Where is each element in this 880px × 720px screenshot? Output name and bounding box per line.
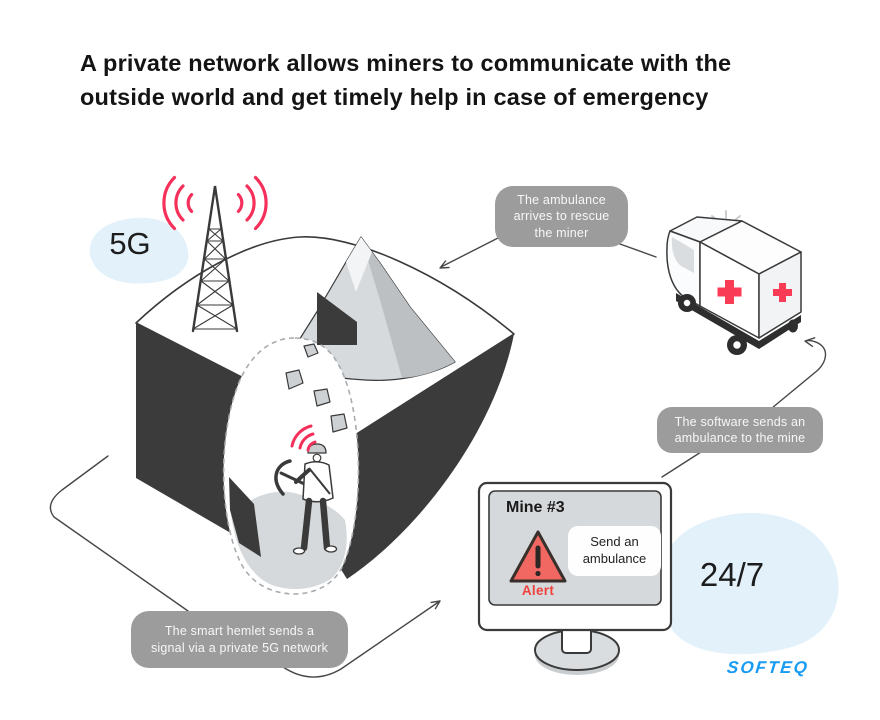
mine-illustration xyxy=(135,236,515,595)
flow-arrows xyxy=(49,237,827,678)
availability-blob xyxy=(660,513,839,655)
ambulance-illustration xyxy=(666,210,802,355)
monitor-app-title: Mine #3 xyxy=(506,499,565,516)
callout-ambulance-arrives: The ambulance arrives to rescue the mine… xyxy=(495,186,628,247)
arrow-callout-to-monitor xyxy=(282,600,441,678)
miner-illustration xyxy=(274,443,338,555)
alert-label: Alert xyxy=(521,583,555,598)
helmet-wifi-icon xyxy=(290,424,317,452)
send-ambulance-button[interactable]: Send an ambulance xyxy=(568,526,661,576)
tower-signal-waves-icon xyxy=(162,175,268,231)
softeq-logo: SOFTEQ xyxy=(726,658,810,677)
red-cross-side-icon xyxy=(717,280,742,304)
arrow-callout-to-ambulance xyxy=(771,337,827,409)
red-cross-rear-icon xyxy=(773,283,792,302)
tunnel-floor xyxy=(231,491,347,590)
five-g-blob xyxy=(89,217,189,284)
cell-tower-icon xyxy=(191,185,239,333)
falling-rocks xyxy=(285,343,348,433)
availability-label: 24/7 xyxy=(699,556,765,593)
send-ambulance-button-label: Send an ambulance xyxy=(582,534,647,566)
line-monitor-to-callout xyxy=(661,451,702,478)
page-title: A private network allows miners to commu… xyxy=(80,50,732,110)
arrow-callout-to-mine xyxy=(439,237,499,269)
line-callout-to-ambulance xyxy=(619,243,657,258)
warning-triangle-icon xyxy=(509,530,567,583)
callout-helmet-signal: The smart hemlet sends a signal via a pr… xyxy=(131,611,348,668)
callout-software-sends: The software sends an ambulance to the m… xyxy=(657,407,823,453)
cave-entrance xyxy=(317,292,357,345)
line-mine-to-callout xyxy=(49,455,189,612)
5g-label: 5G xyxy=(109,226,151,261)
